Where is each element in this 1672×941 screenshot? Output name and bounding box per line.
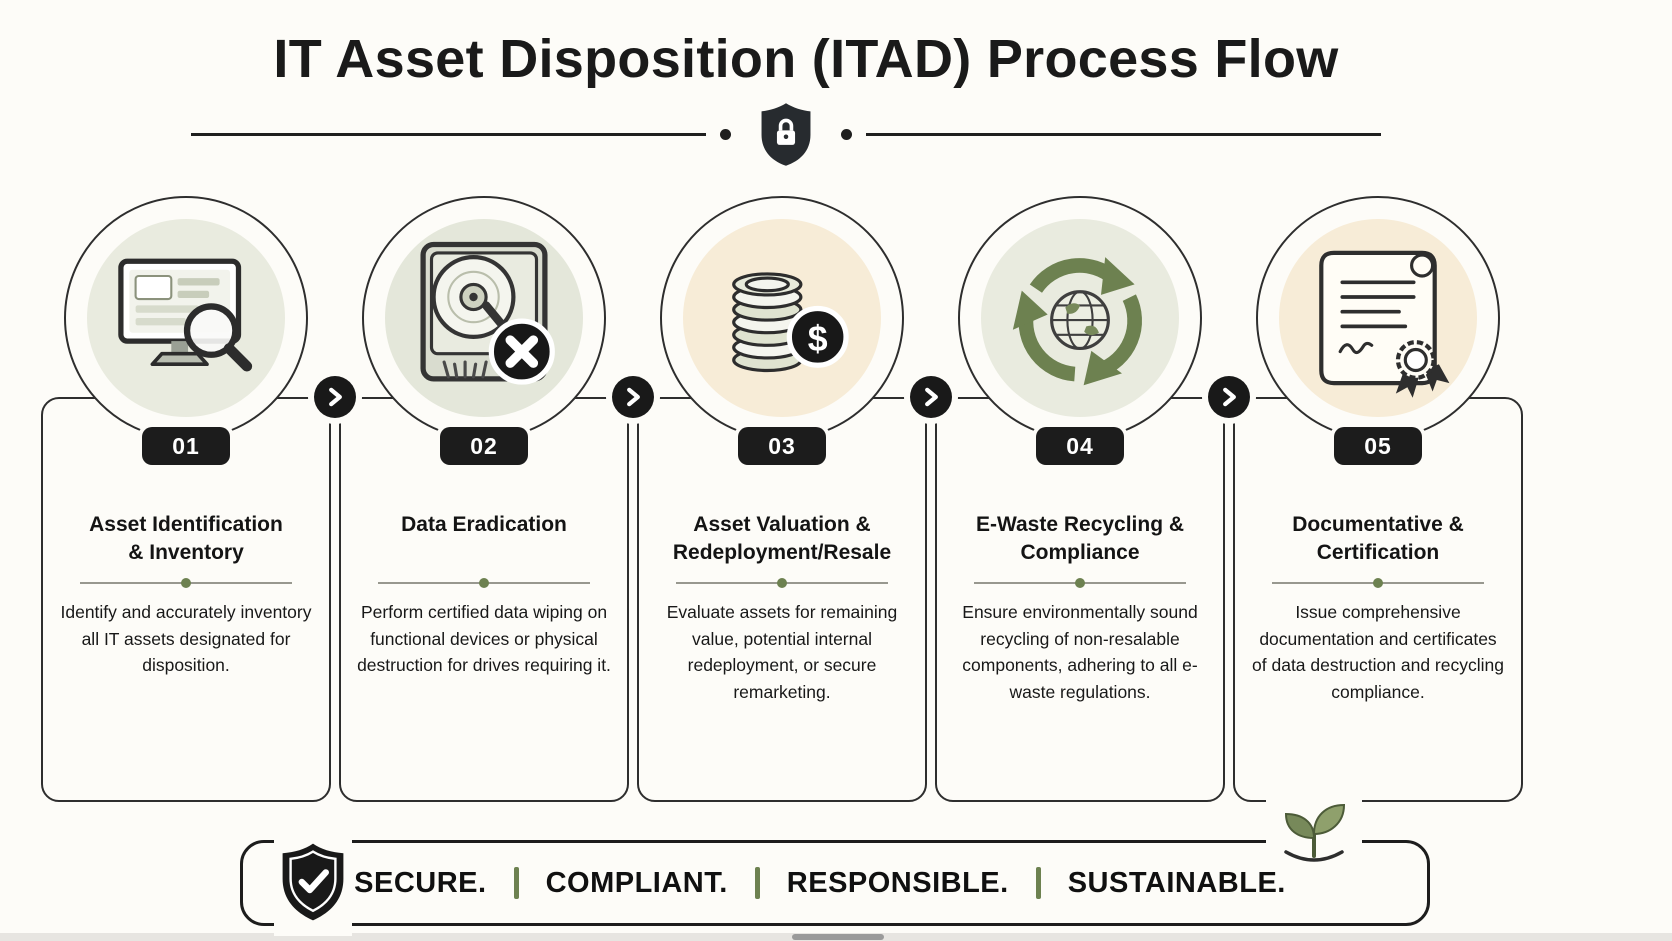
step-4: E-Waste Recycling & Compliance Ensure en… (935, 196, 1225, 806)
divider-dot (777, 578, 787, 588)
coin-stack-dollar-icon: $ (732, 272, 849, 373)
divider-line-left (191, 132, 706, 136)
footer-banner (240, 840, 1430, 926)
next-step-arrow-icon (314, 376, 356, 418)
step-1-card: Asset Identification & Inventory Identif… (41, 397, 331, 802)
step-1: Asset Identification & Inventory Identif… (41, 196, 331, 806)
footer-keywords: SECURE. COMPLIANT. RESPONSIBLE. SUSTAINA… (340, 840, 1300, 926)
step-description: Identify and accurately inventory all IT… (60, 602, 312, 676)
step-number-badge: 05 (1334, 427, 1422, 465)
title-divider (80, 578, 292, 588)
divider-dot (1075, 578, 1085, 588)
header-divider (0, 94, 1572, 174)
step-2: Data Eradication Perform certified data … (339, 196, 629, 806)
step-description: Evaluate assets for remaining value, pot… (666, 602, 898, 702)
page-title: IT Asset Disposition (ITAD) Process Flow (273, 29, 1339, 89)
step-title: Asset Valuation & Redeployment/Resale (672, 513, 892, 564)
keyword-separator (754, 867, 760, 899)
step-number-badge: 03 (738, 427, 826, 465)
step-2-icon-circle (362, 196, 606, 440)
shield-check-icon (274, 828, 352, 936)
step-3: Asset Valuation & Redeployment/Resale Ev… (637, 196, 927, 806)
next-step-arrow-icon (612, 376, 654, 418)
monitor-magnifier-icon (118, 258, 253, 372)
step-title: Asset Identification & Inventory (89, 513, 283, 564)
divider-dot (479, 578, 489, 588)
keyword-sustainable: SUSTAINABLE. (1067, 866, 1286, 899)
divider-dot (1373, 578, 1383, 588)
recycle-globe-icon (996, 234, 1164, 402)
step-number-badge: 01 (142, 427, 230, 465)
step-description: Ensure environmentally sound recycling o… (962, 602, 1198, 702)
step-number-badge: 04 (1036, 427, 1124, 465)
step-number-badge: 02 (440, 427, 528, 465)
keyword-separator (1035, 867, 1041, 899)
step-4-icon-circle (958, 196, 1202, 440)
sprout-icon (1266, 790, 1362, 868)
divider-dot-left (720, 128, 731, 140)
step-description: Issue comprehensive documentation and ce… (1252, 602, 1504, 702)
keyword-separator (513, 867, 519, 899)
step-5-icon-circle (1256, 196, 1500, 440)
step-3-icon-circle: $ (660, 196, 904, 440)
dollar-sign: $ (808, 319, 828, 359)
step-5: Documentative & Certification Issue comp… (1233, 196, 1523, 806)
divider-line-right (866, 132, 1381, 136)
hard-drive-destroy-icon (420, 241, 555, 385)
step-title: E-Waste Recycling & Compliance (975, 513, 1185, 564)
step-description: Perform certified data wiping on functio… (357, 602, 611, 676)
step-1-icon-circle (64, 196, 308, 440)
next-step-arrow-icon (910, 376, 952, 418)
divider-dot-right (841, 128, 852, 140)
title-divider (676, 578, 888, 588)
title-divider (974, 578, 1186, 588)
scrollbar-thumb[interactable] (792, 934, 884, 940)
next-step-arrow-icon (1208, 376, 1250, 418)
shield-lock-icon (761, 103, 811, 166)
step-title: Documentative & Certification (1292, 513, 1464, 564)
page-scrollbar[interactable] (0, 933, 1672, 941)
keyword-compliant: COMPLIANT. (545, 866, 728, 899)
keyword-secure: SECURE. (354, 866, 487, 899)
title-divider (1272, 578, 1484, 588)
title-divider (378, 578, 590, 588)
keyword-responsible: RESPONSIBLE. (786, 866, 1009, 899)
step-title: Data Eradication (401, 513, 567, 536)
certificate-scroll-icon (1319, 250, 1450, 398)
divider-dot (181, 578, 191, 588)
